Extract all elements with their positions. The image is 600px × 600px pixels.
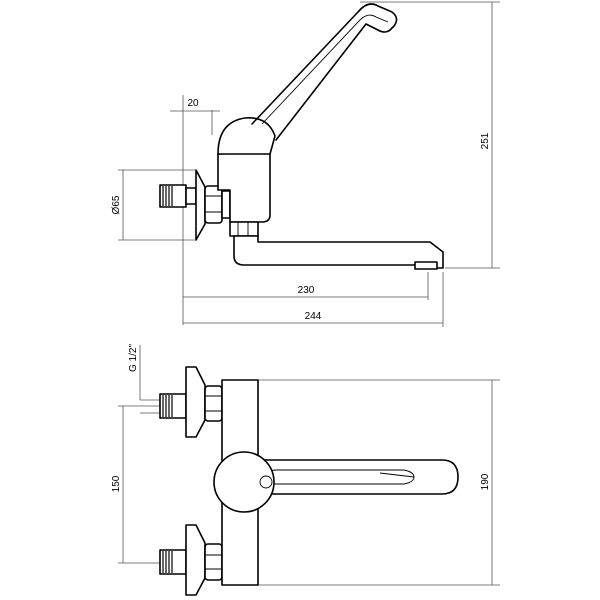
dimension-top-offset: 20 — [170, 95, 220, 240]
dimension-label-20: 20 — [187, 98, 199, 109]
dimension-height: 251 — [360, 1, 500, 269]
front-view: G 1/2" 150 190 — [111, 344, 500, 596]
dimension-total-length: 244 — [183, 272, 444, 327]
side-view: 20 251 Ø65 230 244 — [111, 1, 500, 327]
dimension-label-d65: Ø65 — [111, 195, 122, 214]
dimension-label-251: 251 — [480, 132, 491, 149]
faucet-body-side — [217, 151, 271, 223]
dimension-spout-reach: 230 — [182, 240, 429, 325]
dimension-label-190: 190 — [480, 473, 491, 490]
inlet-connector-top-front — [159, 366, 223, 438]
dimension-label-230: 230 — [298, 285, 315, 296]
dimension-flange-diameter: Ø65 — [111, 169, 195, 241]
dimension-inlet-spacing: 150 — [111, 405, 175, 564]
hex-nut-side — [204, 185, 231, 224]
handle-cap-side — [217, 117, 276, 155]
dimension-label-150: 150 — [111, 475, 122, 492]
wall-flange-side — [195, 169, 206, 241]
dimension-label-244: 244 — [305, 311, 322, 322]
inlet-connector-bottom-front — [159, 524, 223, 596]
dimension-label-thread: G 1/2" — [128, 344, 139, 372]
lever-handle-side — [251, 3, 398, 141]
spout-side — [233, 235, 444, 269]
handle-cap-front — [213, 451, 275, 513]
inlet-connector-side — [159, 184, 197, 208]
body-nut-side — [229, 221, 259, 237]
spout-outlet-side — [414, 261, 438, 270]
dimension-body-height: 190 — [258, 379, 500, 586]
lever-handle-front — [257, 459, 459, 495]
